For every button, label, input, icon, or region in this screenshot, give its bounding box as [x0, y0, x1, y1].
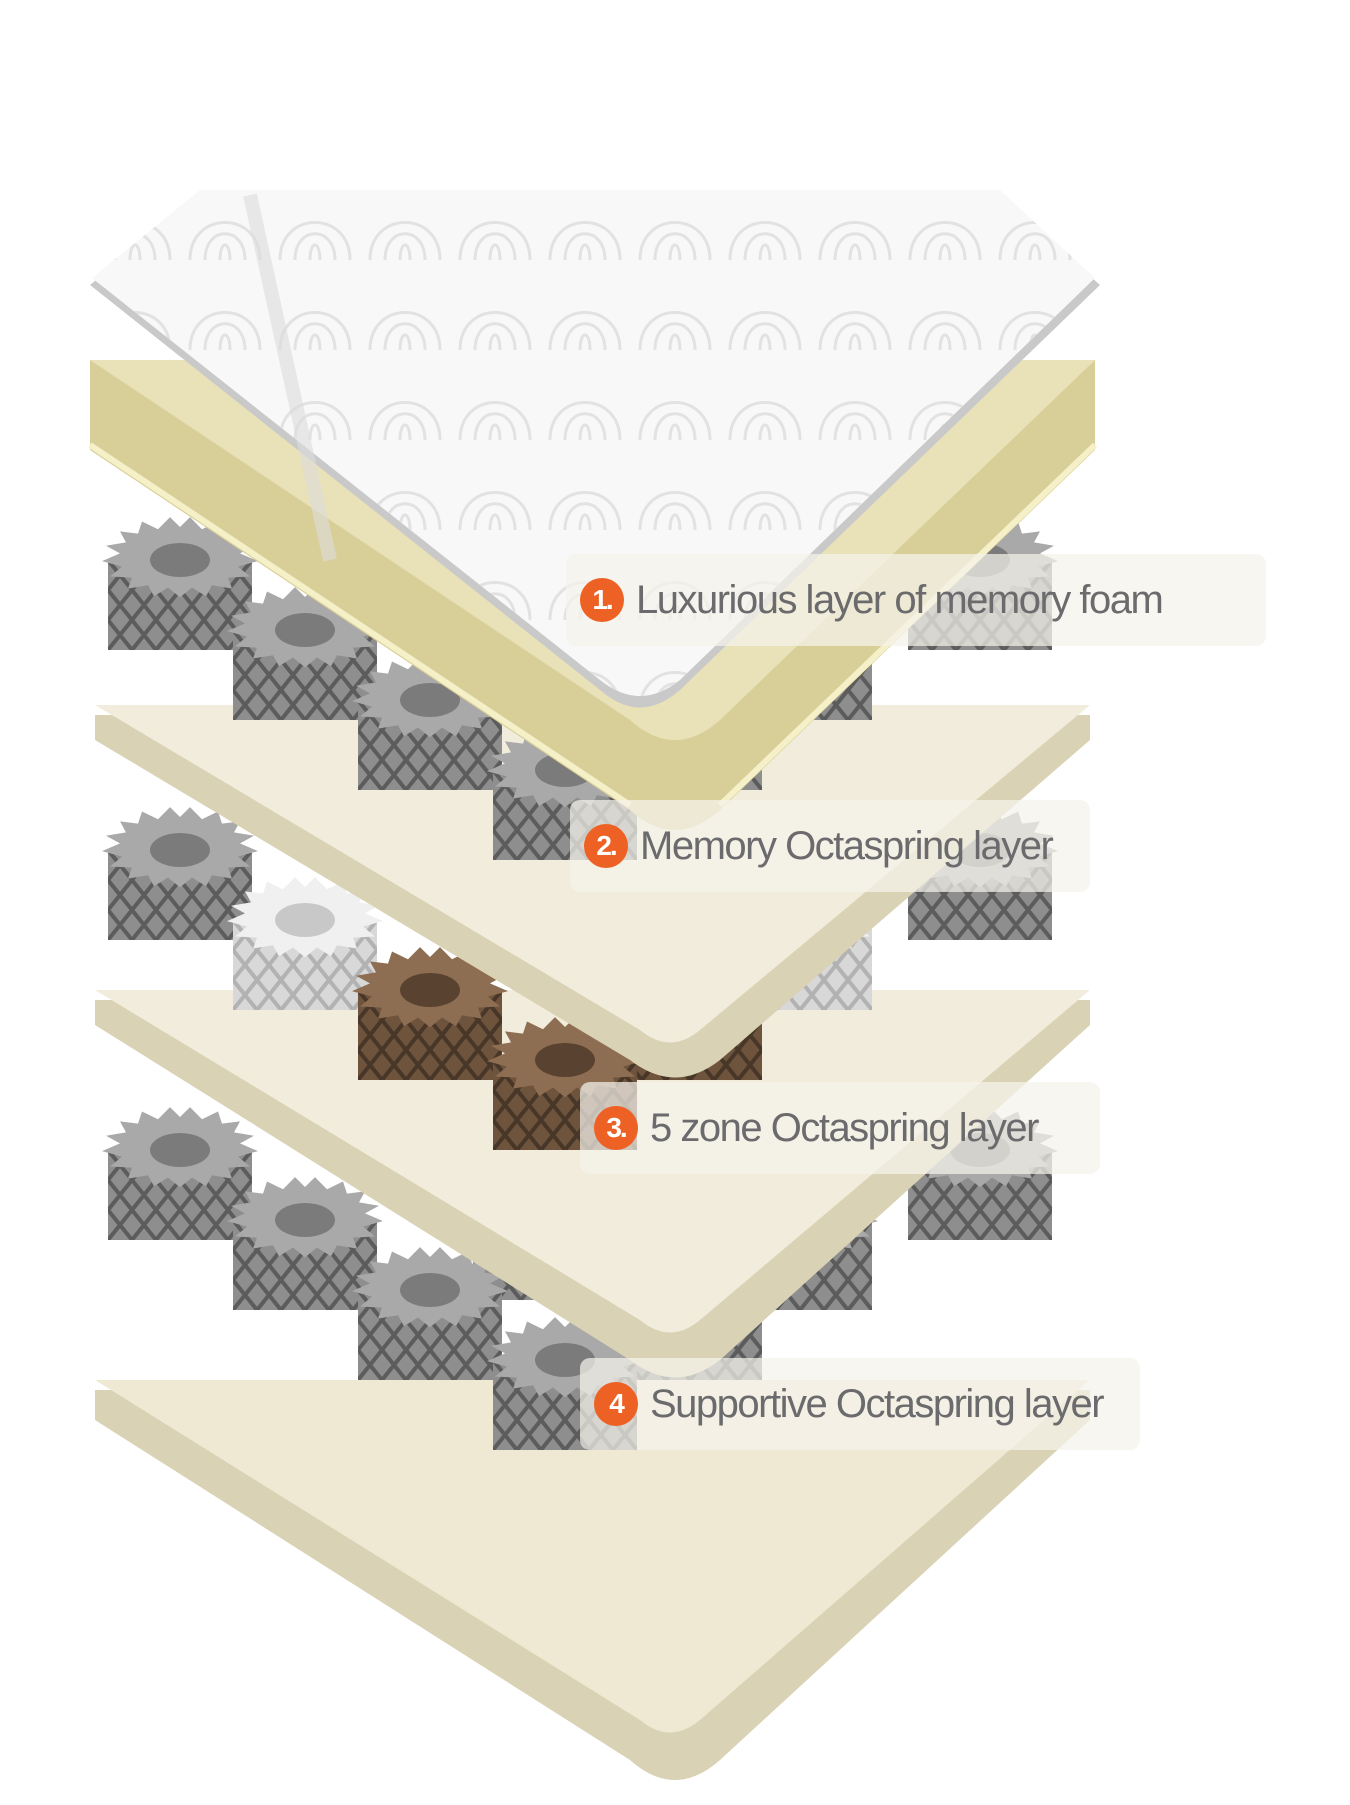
callout-number-badge: 3.: [594, 1106, 638, 1150]
callout-supportive-octaspring: 4 Supportive Octaspring layer: [580, 1358, 1140, 1450]
callout-label: 5 zone Octaspring layer: [650, 1105, 1039, 1150]
callout-number-badge: 2.: [584, 824, 628, 868]
callout-number-badge: 4: [594, 1382, 638, 1426]
callout-label: Luxurious layer of memory foam: [636, 577, 1164, 622]
supportive-base-slab: [95, 1380, 1090, 1780]
callout-label: Supportive Octaspring layer: [650, 1381, 1105, 1426]
callout-number-badge: 1.: [580, 578, 624, 622]
callout-label: Memory Octaspring layer: [640, 823, 1054, 868]
quilted-cover: [90, 190, 1100, 708]
callout-memory-foam: 1. Luxurious layer of memory foam: [566, 554, 1266, 646]
callout-memory-octaspring: 2. Memory Octaspring layer: [570, 800, 1090, 892]
callout-five-zone-octaspring: 3. 5 zone Octaspring layer: [580, 1082, 1100, 1174]
